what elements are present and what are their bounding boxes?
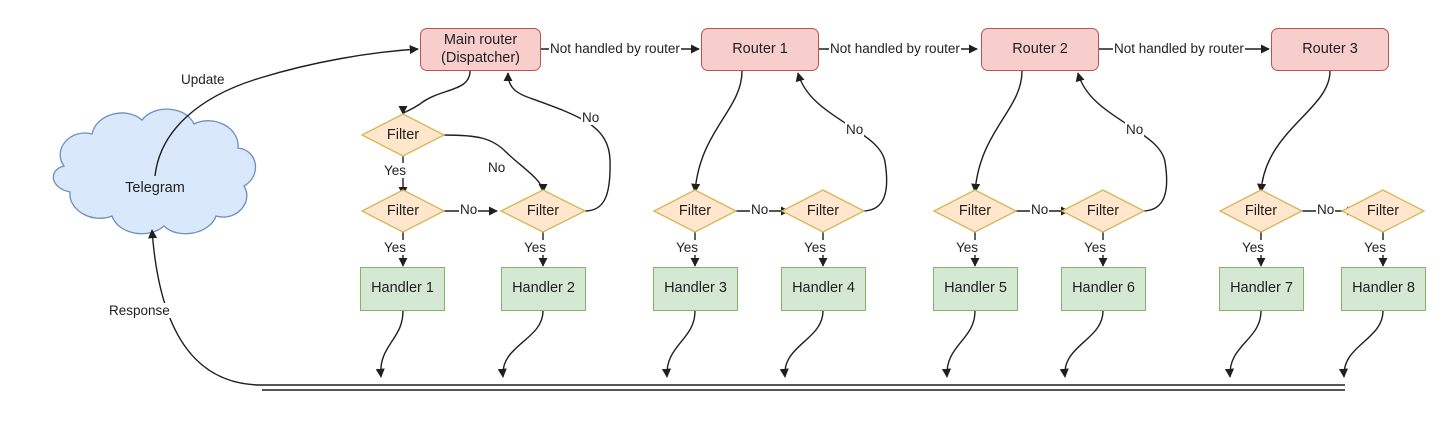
edge-label-no-mid-1: No — [487, 160, 507, 175]
edge-handler8-to-collector — [1338, 310, 1384, 378]
node-handler-8[interactable]: Handler 8 — [1341, 267, 1426, 311]
edge-label-response: Response — [108, 303, 171, 318]
edge-filter-e-no-return — [795, 72, 888, 212]
edge-label-no-top-right: No — [581, 110, 601, 125]
edge-label-not-handled-1: Not handled by router — [549, 41, 681, 56]
edge-label-no-return-3: No — [1125, 122, 1145, 137]
router-1-label: Router 1 — [732, 40, 788, 57]
filter-e-shape — [780, 189, 866, 233]
edge-label-not-handled-2: Not handled by router — [829, 41, 961, 56]
edge-filter-a-no — [443, 134, 548, 193]
edge-label-no-chain-1: No — [459, 202, 479, 217]
node-handler-2[interactable]: Handler 2 — [501, 267, 586, 311]
node-filter-d[interactable] — [654, 190, 736, 232]
filter-diamonds — [360, 113, 1426, 233]
router-2-label: Router 2 — [1012, 40, 1068, 57]
filter-c-shape — [499, 189, 587, 233]
handler-2-label: Handler 2 — [512, 280, 575, 297]
main-router-line1: Main router — [443, 32, 518, 49]
filter-a-shape — [360, 113, 446, 157]
edge-label-no-chain-4: No — [1316, 202, 1336, 217]
edge-router1-to-filter-d — [691, 70, 743, 193]
edge-label-yes-7: Yes — [1241, 240, 1266, 255]
edge-label-yes-top: Yes — [383, 163, 408, 178]
node-handler-3[interactable]: Handler 3 — [653, 267, 738, 311]
main-router-line2: (Dispatcher) — [441, 49, 520, 66]
filter-i-shape — [1340, 189, 1426, 233]
edge-update — [154, 44, 419, 177]
node-filter-i[interactable] — [1342, 190, 1424, 232]
node-router-1[interactable]: Router 1 — [701, 28, 819, 71]
edge-label-yes-1: Yes — [383, 240, 408, 255]
handler-6-label: Handler 6 — [1072, 280, 1135, 297]
handler-4-label: Handler 4 — [792, 280, 855, 297]
collector-bar — [262, 384, 1345, 391]
node-filter-h[interactable] — [1220, 190, 1302, 232]
edge-main-to-filter-a — [398, 70, 471, 115]
edge-handler5-to-collector — [941, 310, 976, 378]
node-filter-e[interactable] — [782, 190, 864, 232]
edge-label-yes-3: Yes — [675, 240, 700, 255]
handler-5-label: Handler 5 — [944, 280, 1007, 297]
filter-d-shape — [652, 189, 738, 233]
node-filter-a[interactable] — [362, 114, 444, 156]
node-handler-7[interactable]: Handler 7 — [1219, 267, 1304, 311]
node-handler-4[interactable]: Handler 4 — [781, 267, 866, 311]
edge-filter-g-no-return — [1075, 72, 1168, 212]
node-handler-5[interactable]: Handler 5 — [933, 267, 1018, 311]
telegram-cloud[interactable] — [64, 104, 264, 240]
filter-f-shape — [932, 189, 1018, 233]
node-router-2[interactable]: Router 2 — [981, 28, 1099, 71]
edge-filter-c-no-return — [503, 72, 611, 212]
edge-handler6-to-collector — [1059, 310, 1104, 378]
telegram-cloud-shape — [52, 108, 257, 235]
node-filter-f[interactable] — [934, 190, 1016, 232]
edge-response — [148, 229, 263, 386]
handler-8-label: Handler 8 — [1352, 280, 1415, 297]
node-handler-1[interactable]: Handler 1 — [360, 267, 445, 311]
edge-handler1-to-collector — [375, 310, 404, 378]
handler-3-label: Handler 3 — [664, 280, 727, 297]
edge-label-not-handled-3: Not handled by router — [1113, 41, 1245, 56]
filter-b-shape — [360, 189, 446, 233]
handler-1-label: Handler 1 — [371, 280, 434, 297]
edge-handler3-to-collector — [661, 310, 696, 378]
edge-label-yes-2: Yes — [523, 240, 548, 255]
node-router-3[interactable]: Router 3 — [1271, 28, 1389, 71]
filter-h-shape — [1218, 189, 1304, 233]
edge-router3-to-filter-h — [1256, 70, 1331, 193]
edge-handler7-to-collector — [1224, 310, 1262, 378]
edge-label-no-chain-2: No — [750, 202, 770, 217]
node-filter-c[interactable] — [501, 190, 585, 232]
edge-label-yes-8: Yes — [1363, 240, 1388, 255]
edge-label-yes-5: Yes — [955, 240, 980, 255]
edge-handler4-to-collector — [779, 310, 824, 378]
edge-router2-to-filter-f — [971, 70, 1023, 193]
node-filter-b[interactable] — [362, 190, 444, 232]
router-3-label: Router 3 — [1302, 40, 1358, 57]
node-filter-g[interactable] — [1062, 190, 1144, 232]
telegram-cloud-label: Telegram — [125, 180, 185, 196]
edge-label-update: Update — [180, 72, 226, 87]
edge-label-yes-6: Yes — [1083, 240, 1108, 255]
node-handler-6[interactable]: Handler 6 — [1061, 267, 1146, 311]
handler-7-label: Handler 7 — [1230, 280, 1293, 297]
filter-g-shape — [1060, 189, 1146, 233]
node-main-router[interactable]: Main router (Dispatcher) — [420, 28, 541, 71]
edge-label-no-return-2: No — [845, 122, 865, 137]
edge-label-yes-4: Yes — [803, 240, 828, 255]
edge-label-no-chain-3: No — [1030, 202, 1050, 217]
edge-handler2-to-collector — [497, 310, 544, 378]
